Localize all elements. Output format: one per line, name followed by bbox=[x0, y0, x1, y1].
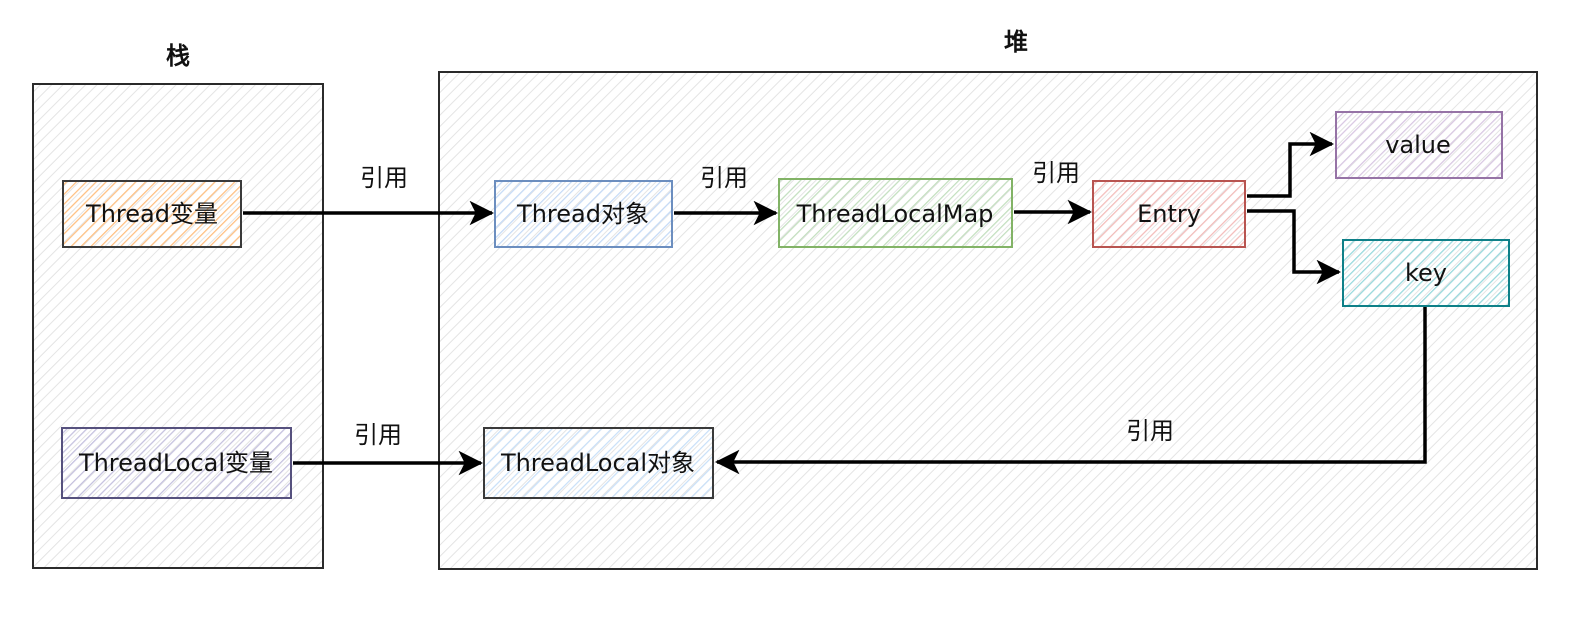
node-key-label: key bbox=[1405, 259, 1447, 287]
edge-threadlocalvar-to-threadlocalobj-label: 引用 bbox=[354, 421, 402, 449]
node-thread-variable[interactable]: Thread变量 bbox=[62, 180, 242, 248]
node-entry[interactable]: Entry bbox=[1092, 180, 1246, 248]
stack-title: 栈 bbox=[166, 42, 190, 70]
node-entry-label: Entry bbox=[1137, 200, 1201, 228]
edge-entry-to-key bbox=[1247, 209, 1342, 285]
edge-key-to-threadlocalobj-label: 引用 bbox=[1126, 417, 1174, 445]
node-threadlocalmap-label: ThreadLocalMap bbox=[796, 200, 994, 228]
node-threadlocal-object-label: ThreadLocal对象 bbox=[500, 449, 695, 477]
edge-threadvar-to-threadobj-label: 引用 bbox=[360, 164, 408, 192]
node-threadlocal-variable[interactable]: ThreadLocal变量 bbox=[61, 427, 292, 499]
edge-entry-to-value bbox=[1247, 131, 1335, 198]
node-value[interactable]: value bbox=[1335, 111, 1503, 179]
node-threadlocal-variable-label: ThreadLocal变量 bbox=[78, 449, 273, 477]
node-value-label: value bbox=[1385, 131, 1451, 159]
node-thread-object-label: Thread对象 bbox=[516, 200, 649, 228]
heap-title: 堆 bbox=[1004, 28, 1028, 56]
node-thread-variable-label: Thread变量 bbox=[85, 200, 218, 228]
node-key[interactable]: key bbox=[1342, 239, 1510, 307]
node-threadlocal-object[interactable]: ThreadLocal对象 bbox=[483, 427, 714, 499]
node-threadlocalmap[interactable]: ThreadLocalMap bbox=[778, 178, 1013, 248]
edge-threadlocalmap-to-entry-label: 引用 bbox=[1032, 159, 1080, 187]
edge-key-to-threadlocalobj bbox=[714, 307, 1427, 475]
node-thread-object[interactable]: Thread对象 bbox=[494, 180, 673, 248]
edge-threadobj-to-threadlocalmap-label: 引用 bbox=[700, 164, 748, 192]
